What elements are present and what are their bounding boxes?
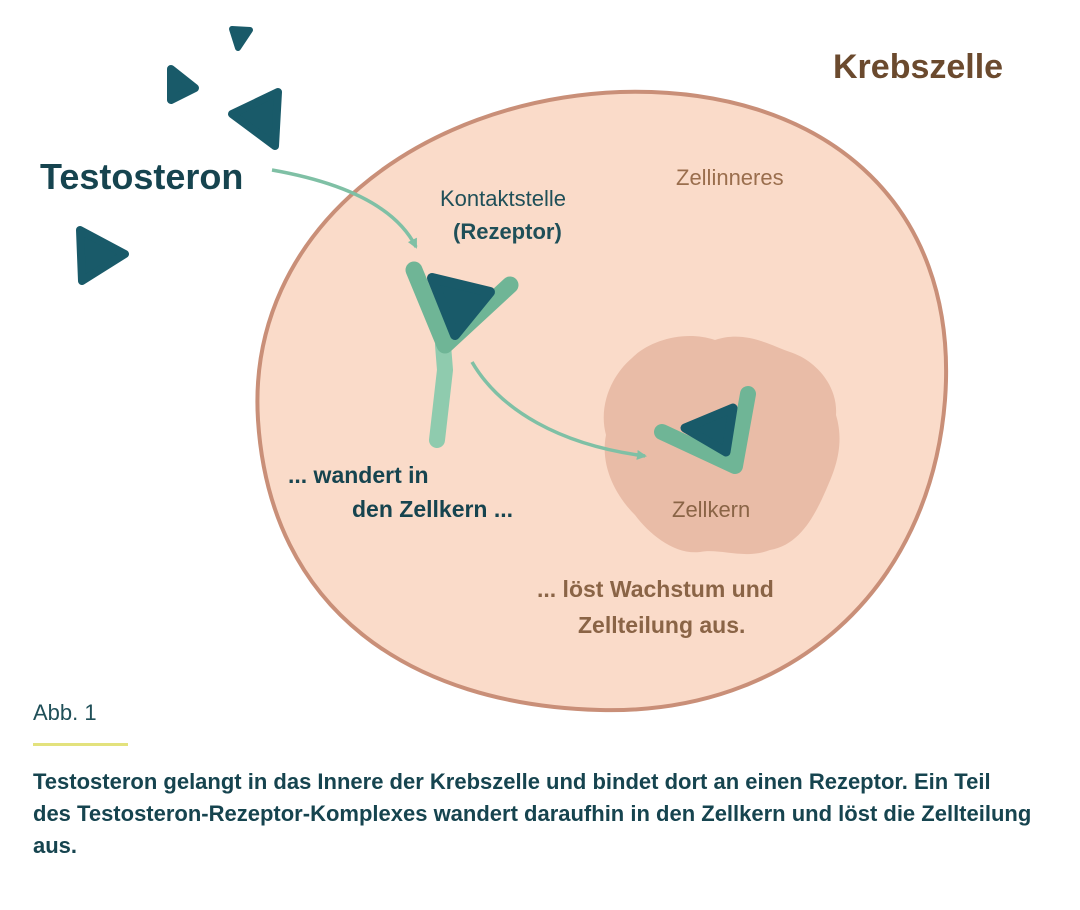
accent-divider xyxy=(33,743,128,746)
cell-interior-label: Zellinneres xyxy=(676,165,784,190)
bound-testosterone xyxy=(427,273,495,340)
migration-label-line2: den Zellkern ... xyxy=(352,496,514,522)
testosterone-molecule xyxy=(167,65,199,104)
nucleus-label: Zellkern xyxy=(672,497,751,522)
effect-label-line2: Zellteilung aus. xyxy=(578,612,746,638)
effect-label-line1: ... löst Wachstum und xyxy=(537,576,774,602)
testosterone-label: Testosteron xyxy=(40,156,244,197)
figure-number: Abb. 1 xyxy=(33,700,97,725)
diagram-canvas xyxy=(76,26,949,713)
diagram: Krebszelle Testosteron Kontaktstelle (Re… xyxy=(40,26,1004,713)
nuclear-testosterone xyxy=(680,403,738,457)
migration-arrow xyxy=(470,361,647,460)
cell-title: Krebszelle xyxy=(833,48,1004,86)
contact-site-label: Kontaktstelle xyxy=(440,186,566,211)
cancer-cell xyxy=(255,89,949,713)
migration-label-line1: ... wandert in xyxy=(288,462,429,488)
testosterone-molecule xyxy=(228,88,282,150)
receptor xyxy=(405,261,519,448)
testosterone-molecule xyxy=(229,26,253,51)
testosterone-molecule xyxy=(76,226,129,285)
nuclear-complex xyxy=(654,386,756,474)
entry-arrow xyxy=(271,168,418,249)
figure-caption: Testosteron gelangt in das Innere der Kr… xyxy=(33,769,1032,858)
receptor-label: (Rezeptor) xyxy=(453,219,562,244)
